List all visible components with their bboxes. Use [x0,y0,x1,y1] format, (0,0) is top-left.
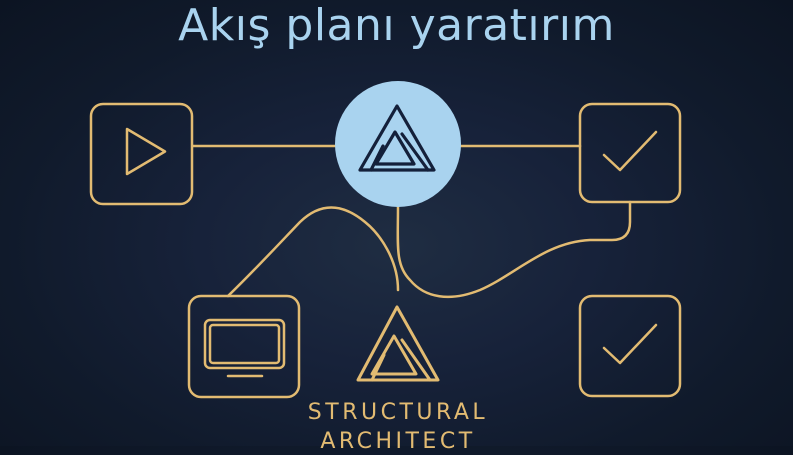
start-node [89,102,194,206]
hub-node [335,81,461,207]
monitor-node [187,294,301,399]
check-top-node [578,102,682,204]
brand-name-line2: ARCHITECT [320,429,476,454]
play-icon [125,127,167,176]
brand-name-line1: STRUCTURAL [307,400,489,425]
checkmark-icon [602,323,658,365]
page-title: Akış planı yaratırım [178,0,615,51]
triangle-logo-icon [358,104,436,172]
check-bottom-node [578,294,682,398]
checkmark-icon [602,130,658,172]
connector-hub-to-check [396,200,632,299]
monitor-icon [203,318,286,378]
brand-logo-icon [356,305,440,382]
connector-monitor-curve [226,206,400,298]
